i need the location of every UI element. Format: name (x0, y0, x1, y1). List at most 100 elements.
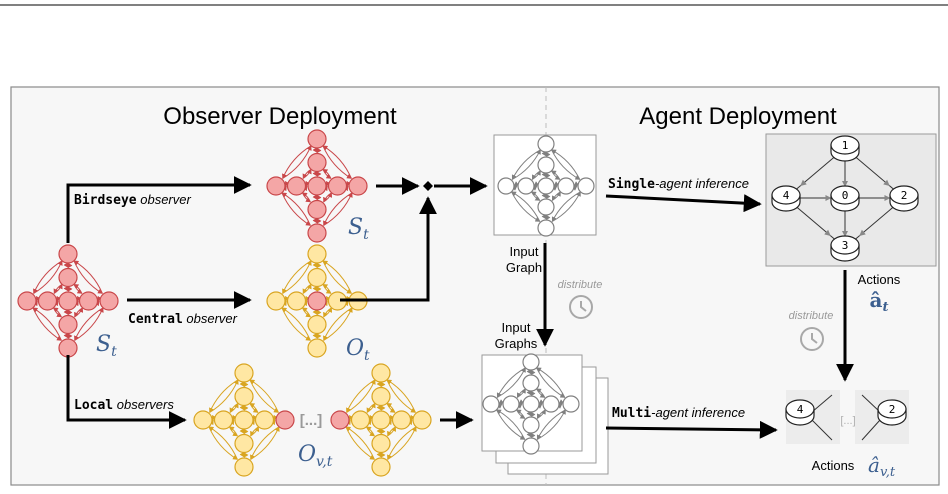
a-hat-vt-label: âv,t (868, 453, 896, 480)
graph-node (537, 219, 555, 237)
local-observers-label: Local observers (74, 397, 174, 413)
graph-edge (301, 307, 311, 318)
graph-node (58, 244, 78, 264)
o-vt-label: Ov,t (298, 442, 333, 470)
graph-node (17, 291, 37, 311)
agent-link (811, 394, 833, 413)
graph-edge (531, 191, 541, 201)
graph-edge (551, 191, 561, 201)
agent-link-arrow (842, 181, 848, 187)
graph-node (497, 177, 515, 195)
central-observer-label: Central observer (128, 311, 238, 327)
graph-node (213, 410, 234, 430)
graph-node (537, 198, 555, 216)
graph-node (537, 156, 555, 174)
graph-node (371, 363, 391, 383)
merge-point (423, 181, 433, 191)
clock-icon (800, 327, 824, 351)
agent-link (861, 394, 881, 413)
graph-node (371, 457, 391, 477)
graph-node (234, 363, 254, 383)
agent-node-label: 0 (842, 189, 849, 202)
graph-edge (208, 426, 238, 460)
agent-node: 1 (830, 135, 860, 162)
graph-edge (386, 379, 416, 413)
agent-section-title: Agent Deployment (639, 103, 837, 130)
actions-label-bottom: Actions (812, 458, 855, 473)
graph-node (275, 410, 295, 430)
graph-edge (229, 402, 239, 413)
actions-label-top: Actions (858, 272, 901, 287)
input-graphs-label-1: Input (502, 320, 531, 335)
graph-node (286, 176, 307, 196)
graph-node (58, 338, 78, 358)
graph-node (307, 267, 327, 288)
agent-node-label: 2 (889, 403, 896, 416)
graph-node (482, 395, 500, 413)
graph-node (78, 291, 99, 311)
agent-node-label: 4 (783, 189, 790, 202)
graph-node (193, 410, 213, 430)
graph-node (234, 410, 254, 430)
graph-node (307, 314, 327, 335)
graph-edge (536, 367, 566, 398)
graph-edge (250, 426, 280, 460)
local-arrow (66, 355, 187, 429)
agent-link (811, 419, 833, 441)
graph-node (266, 291, 286, 311)
graph-edge (322, 145, 352, 179)
network-graph (330, 363, 432, 477)
multi-agent-arrow (605, 420, 778, 439)
graph-node (330, 410, 350, 430)
network-graph (482, 353, 580, 455)
graph-edge (249, 402, 259, 413)
graph-node (522, 395, 540, 413)
graph-node (307, 338, 327, 358)
graph-edge (52, 307, 62, 318)
graph-edge (322, 283, 332, 294)
graph-edge (302, 168, 312, 179)
graph-edge (496, 409, 526, 440)
agent-link (861, 419, 881, 441)
graph-edge (551, 149, 581, 180)
central-to-merge-arrow (340, 196, 437, 302)
graph-node (286, 291, 307, 311)
graph-edge (282, 260, 312, 294)
graph-node (522, 353, 540, 371)
graph-edge (345, 426, 375, 460)
distribute-label-right: distribute (789, 310, 834, 322)
graph-node (234, 457, 254, 477)
graph-edge (386, 402, 396, 413)
agent-link-arrow (824, 229, 831, 236)
graph-node (371, 410, 391, 430)
input-graphs-label-2: Graphs (495, 336, 538, 351)
graph-node (577, 177, 595, 195)
graph-node (307, 199, 327, 220)
graph-edge (536, 409, 546, 419)
graph-node (307, 244, 327, 264)
birdseye-observer-label: Birdseye observer (74, 192, 191, 208)
graph-layer (17, 129, 432, 477)
distribute-label-left: distribute (558, 279, 603, 291)
agent-link-arrow (883, 179, 890, 186)
agent-node: 4 (771, 185, 801, 212)
graph-edge (536, 409, 566, 440)
observer-section-title: Observer Deployment (163, 103, 397, 130)
graph-edge (516, 409, 526, 419)
graph-edge (32, 307, 62, 341)
graph-node (522, 437, 540, 455)
agent-node-label: 1 (842, 139, 849, 152)
agent-node: 3 (830, 235, 860, 262)
graph-edge (33, 260, 63, 294)
network-graph (17, 244, 119, 358)
agent-node: 0 (830, 185, 860, 212)
graph-edge (346, 379, 376, 413)
graph-edge (74, 307, 104, 341)
agent-node: 2 (889, 185, 919, 212)
graph-node (391, 410, 412, 430)
graph-edge (511, 191, 541, 222)
graph-node (58, 314, 78, 335)
graph-node (307, 129, 327, 149)
network-graph (266, 244, 368, 358)
